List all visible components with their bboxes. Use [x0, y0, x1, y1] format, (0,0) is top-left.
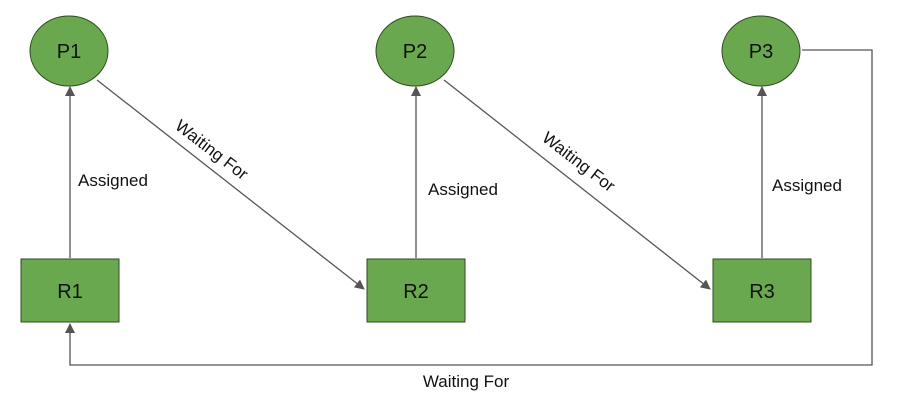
process-shape: [721, 15, 801, 87]
edge-p2-r3: [443, 79, 711, 290]
resource-nodes: R1 R2 R3: [20, 258, 812, 323]
process-nodes: P1 P2 P3: [29, 15, 801, 87]
resource-node-r1[interactable]: R1: [20, 258, 120, 323]
resource-label: R3: [749, 281, 775, 303]
process-node-p1[interactable]: P1: [29, 15, 109, 87]
process-node-p3[interactable]: P3: [721, 15, 801, 87]
edge-label-r2-p2: Assigned: [428, 180, 498, 199]
edge-label-p1-r2: Waiting For: [172, 116, 252, 184]
process-shape: [29, 15, 109, 87]
edges: [65, 49, 873, 366]
resource-node-r3[interactable]: R3: [712, 258, 812, 323]
edge-label-r1-p1: Assigned: [78, 171, 148, 190]
edge-p3-r1: [65, 49, 873, 366]
process-node-p2[interactable]: P2: [375, 15, 455, 87]
edge-label-p3-r1: Waiting For: [423, 372, 510, 391]
process-shape: [375, 15, 455, 87]
edge-p1-r2: [96, 79, 365, 290]
resource-label: R1: [57, 281, 83, 303]
process-label: P2: [403, 41, 427, 63]
process-label: P3: [749, 41, 773, 63]
resource-shape: [20, 258, 120, 323]
resource-shape: [366, 258, 466, 323]
edge-labels: Assigned Waiting For Assigned Waiting Fo…: [78, 116, 842, 391]
resource-label: R2: [403, 281, 429, 303]
process-label: P1: [57, 41, 81, 63]
edge-label-r3-p3: Assigned: [772, 176, 842, 195]
resource-node-r2[interactable]: R2: [366, 258, 466, 323]
resource-shape: [712, 258, 812, 323]
